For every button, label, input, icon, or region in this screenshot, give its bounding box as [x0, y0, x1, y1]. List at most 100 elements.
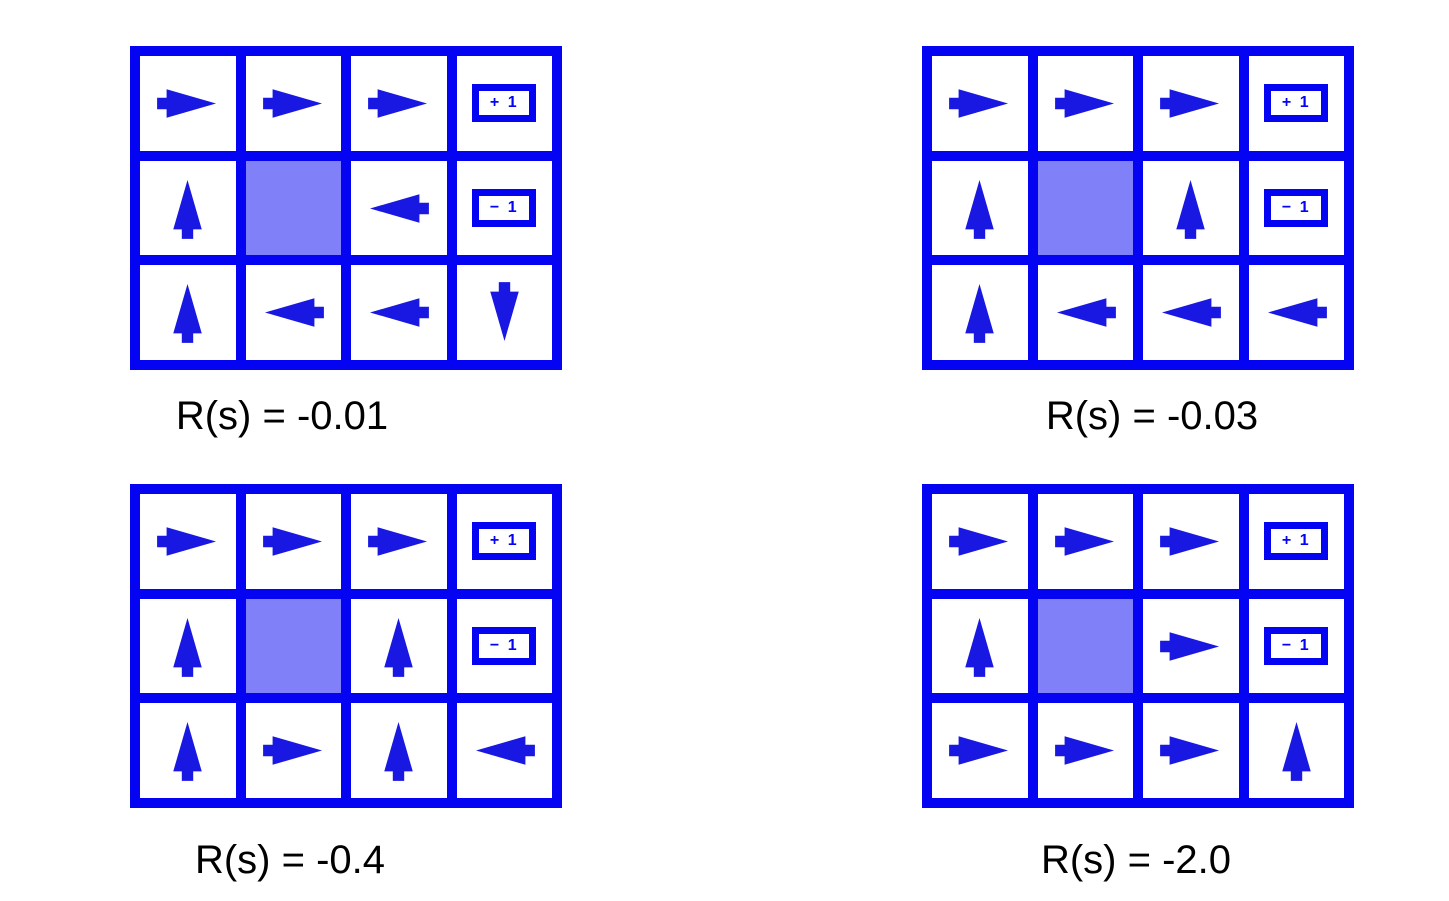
terminal-cell: − 1 [456, 160, 552, 256]
terminal-cell: + 1 [1248, 494, 1344, 589]
arrow-right-icon [157, 89, 217, 118]
arrow-right-icon [1160, 527, 1220, 556]
policy-cell [351, 160, 447, 256]
reward-label-top-right: R(s) = -0.03 [1045, 394, 1259, 438]
arrow-right-icon [1160, 631, 1220, 661]
policy-cell [140, 160, 236, 256]
arrow-up-icon [1282, 722, 1311, 782]
reward-label-bottom-left: R(s) = -0.4 [194, 838, 386, 882]
policy-cell [140, 494, 236, 589]
gridworld-top-right: + 1 − 1 [922, 46, 1354, 370]
wall-cell [245, 598, 341, 694]
terminal-plus-one: + 1 [472, 84, 537, 123]
policy-cell [1143, 494, 1239, 589]
terminal-cell: + 1 [456, 494, 552, 589]
arrow-right-icon [368, 527, 428, 556]
policy-cell [456, 265, 552, 360]
arrow-right-icon [949, 736, 1009, 765]
policy-cell [351, 265, 447, 360]
policy-cell [1143, 265, 1239, 360]
reward-label-top-left: R(s) = -0.01 [175, 394, 389, 438]
terminal-minus-one: − 1 [1264, 188, 1329, 227]
arrow-left-icon [1056, 298, 1116, 327]
policy-cell [932, 56, 1028, 151]
policy-cell [932, 265, 1028, 360]
gridworld-top-left: + 1 − 1 [130, 46, 562, 370]
arrow-left-icon [1162, 298, 1222, 327]
terminal-cell: − 1 [456, 598, 552, 694]
arrow-up-icon [173, 284, 202, 344]
arrow-up-icon [965, 617, 994, 677]
arrow-down-icon [490, 282, 519, 342]
policy-cell [1037, 265, 1133, 360]
arrow-up-icon [965, 179, 994, 239]
policy-cell [1143, 703, 1239, 798]
arrow-up-icon [173, 179, 202, 239]
policy-cell [245, 703, 341, 798]
reward-label-bottom-right: R(s) = -2.0 [1040, 838, 1232, 882]
arrow-up-icon [173, 617, 202, 677]
arrow-right-icon [1160, 736, 1220, 765]
policy-cell [140, 56, 236, 151]
policy-cell [932, 494, 1028, 589]
arrow-right-icon [1054, 527, 1114, 556]
policy-cell [1248, 265, 1344, 360]
policy-cell [456, 703, 552, 798]
wall-cell [1037, 598, 1133, 694]
arrow-up-icon [965, 284, 994, 344]
terminal-minus-one: − 1 [1264, 626, 1329, 665]
policy-cell [1037, 494, 1133, 589]
gridworld-bottom-right: + 1 − 1 [922, 484, 1354, 808]
policy-cell [351, 598, 447, 694]
policy-cell [932, 703, 1028, 798]
policy-grid-r-0.03: + 1 − 1 [922, 46, 1354, 370]
arrow-right-icon [262, 736, 322, 765]
policy-grid-r-0.01: + 1 − 1 [130, 46, 562, 370]
arrow-right-icon [157, 527, 217, 556]
arrow-up-icon [173, 722, 202, 782]
arrow-right-icon [1054, 736, 1114, 765]
arrow-right-icon [949, 527, 1009, 556]
terminal-cell: + 1 [1248, 56, 1344, 151]
terminal-cell: − 1 [1248, 598, 1344, 694]
arrow-right-icon [368, 89, 428, 118]
arrow-left-icon [264, 298, 324, 327]
arrow-right-icon [262, 527, 322, 556]
policy-cell [140, 598, 236, 694]
terminal-plus-one: + 1 [1264, 522, 1329, 561]
arrow-left-icon [475, 736, 535, 765]
policy-cell [140, 703, 236, 798]
policy-cell [140, 265, 236, 360]
terminal-minus-one: − 1 [472, 188, 537, 227]
policy-cell [1143, 598, 1239, 694]
arrow-up-icon [1176, 179, 1205, 239]
policy-cell [245, 56, 341, 151]
policy-cell [932, 598, 1028, 694]
arrow-right-icon [1054, 89, 1114, 118]
policy-cell [1248, 703, 1344, 798]
arrow-up-icon [384, 617, 413, 677]
terminal-minus-one: − 1 [472, 626, 537, 665]
terminal-cell: − 1 [1248, 160, 1344, 256]
arrow-left-icon [370, 298, 430, 327]
terminal-cell: + 1 [456, 56, 552, 151]
arrow-left-icon [1267, 298, 1327, 327]
policy-cell [351, 494, 447, 589]
arrow-right-icon [1160, 89, 1220, 118]
arrow-up-icon [384, 722, 413, 782]
policy-grid-r-0.4: + 1 − 1 [130, 484, 562, 808]
policy-grid-r-2.0: + 1 − 1 [922, 484, 1354, 808]
policy-cell [1143, 56, 1239, 151]
wall-cell [1037, 160, 1133, 256]
wall-cell [245, 160, 341, 256]
policy-cell [245, 265, 341, 360]
terminal-plus-one: + 1 [1264, 84, 1329, 123]
policy-cell [1037, 703, 1133, 798]
terminal-plus-one: + 1 [472, 522, 537, 561]
policy-cell [351, 56, 447, 151]
arrow-right-icon [262, 89, 322, 118]
arrow-left-icon [370, 193, 430, 223]
policy-cell [932, 160, 1028, 256]
gridworld-bottom-left: + 1 − 1 [130, 484, 562, 808]
